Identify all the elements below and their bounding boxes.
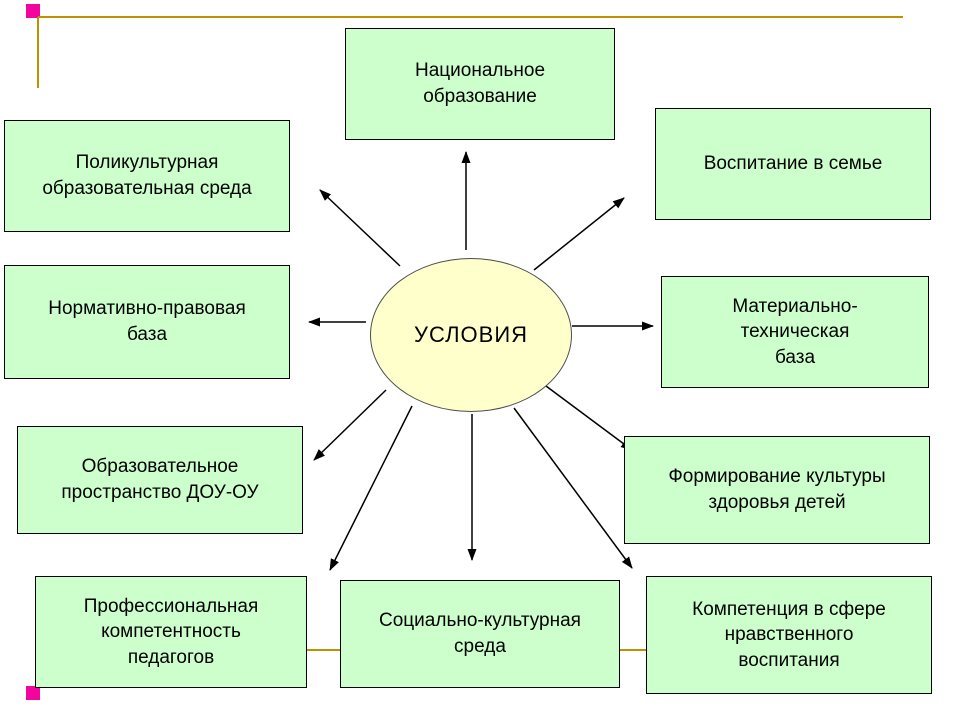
box-label: Материально- техническая база (732, 295, 858, 368)
box-label: Образовательное пространство ДОУ-ОУ (61, 456, 259, 503)
box-label: Национальное образование (414, 60, 546, 107)
arrow-to-family-upbringing (533, 197, 625, 271)
box-family-upbringing: Воспитание в семье (655, 108, 931, 220)
arrow-to-moral-education-competence (513, 407, 633, 569)
arrow-to-professional-competence (329, 405, 413, 571)
box-label: Воспитание в семье (703, 153, 883, 175)
arrow-to-educational-space (313, 389, 387, 461)
box-material-technical-base: Материально- техническая база (661, 276, 929, 388)
box-socio-cultural-environment: Социально-культурная среда (340, 580, 620, 688)
box-label: Компетенция в сфере нравственного воспит… (692, 598, 886, 671)
accent-square-top (26, 4, 40, 18)
box-label: Нормативно-правовая база (48, 298, 246, 345)
box-professional-competence: Профессиональная компетентность педагого… (35, 576, 307, 688)
box-label: Поликультурная образовательная среда (42, 152, 252, 199)
arrow-to-health-culture (545, 385, 633, 451)
box-national-education: Национальное образование (345, 28, 615, 140)
box-legal-base: Нормативно-правовая база (4, 265, 290, 379)
box-educational-space: Образовательное пространство ДОУ-ОУ (17, 426, 303, 534)
box-moral-education-competence: Компетенция в сфере нравственного воспит… (646, 576, 932, 694)
arrow-to-multicultural-environment (319, 189, 401, 267)
box-label: Профессиональная компетентность педагого… (83, 595, 259, 668)
center-label: УСЛОВИЯ (413, 322, 529, 347)
box-multicultural-environment: Поликультурная образовательная среда (4, 120, 290, 232)
box-label: Социально-культурная среда (379, 610, 581, 657)
center-ellipse: УСЛОВИЯ (370, 258, 572, 412)
box-health-culture: Формирование культуры здоровья детей (624, 436, 930, 544)
box-label: Формирование культуры здоровья детей (668, 466, 886, 513)
accent-square-bottom (26, 686, 40, 700)
